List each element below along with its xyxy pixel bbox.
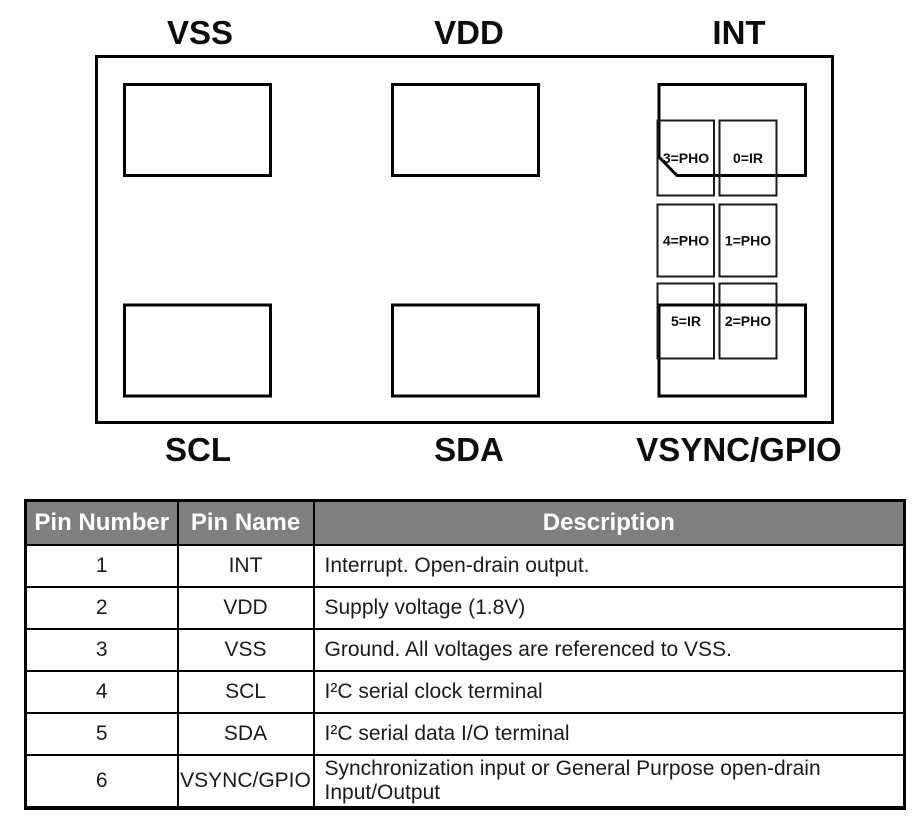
pin-description: Interrupt. Open-drain output.: [312, 543, 906, 588]
pin-diagram-svg: VSS VDD INT 3=PHO 0=IR 4=PHO 1=PHO 5=IR …: [95, 14, 842, 468]
pin-number: 1: [24, 543, 179, 588]
pin-name: SDA: [176, 711, 315, 756]
table-row: 5 SDA I²C serial data I/O terminal: [24, 711, 906, 756]
pad-sda: [391, 303, 540, 398]
sensor-cell-5ir: [656, 282, 715, 360]
sensor-cell-4pho: [656, 203, 715, 278]
pad-vss: [123, 83, 272, 177]
sensor-cell-3pho: [656, 119, 715, 197]
pin-label-scl: SCL: [165, 431, 231, 468]
header-pin-name: Pin Name: [176, 499, 315, 546]
pin-description: Synchronization input or General Purpose…: [312, 753, 906, 809]
chip-outline: [95, 55, 834, 424]
pin-number: 5: [24, 711, 179, 756]
pin-configuration-diagram: VSS VDD INT 3=PHO 0=IR 4=PHO 1=PHO 5=IR …: [95, 14, 842, 468]
pad-scl: [123, 303, 272, 398]
pin-label-sda: SDA: [434, 431, 504, 468]
pin-label-vsync-gpio: VSYNC/GPIO: [636, 431, 841, 468]
cell-label-5ir: 5=IR: [671, 313, 701, 329]
pin-label-vss: VSS: [167, 14, 233, 51]
cell-label-2pho: 2=PHO: [725, 313, 771, 329]
cell-label-3pho: 3=PHO: [663, 150, 709, 166]
pin-description: I²C serial clock terminal: [312, 669, 906, 714]
pin-description: I²C serial data I/O terminal: [312, 711, 906, 756]
pin-label-vdd: VDD: [434, 14, 504, 51]
pin-description: Supply voltage (1.8V): [312, 585, 906, 630]
pin-name: VSYNC/GPIO: [176, 753, 315, 809]
pin-number: 4: [24, 669, 179, 714]
pin-description-table: Pin Number Pin Name Description 1 INT In…: [24, 499, 906, 810]
table-row: 4 SCL I²C serial clock terminal: [24, 669, 906, 714]
header-pin-number: Pin Number: [24, 499, 179, 546]
pin-name: VDD: [176, 585, 315, 630]
pin-number: 2: [24, 585, 179, 630]
pad-vdd: [391, 83, 540, 177]
cell-label-1pho: 1=PHO: [725, 233, 771, 249]
table-row: 1 INT Interrupt. Open-drain output.: [24, 543, 906, 588]
pad-vsync-gpio: [657, 303, 807, 398]
sensor-cell-2pho: [718, 282, 778, 360]
pin-name: INT: [176, 543, 315, 588]
pin-number: 6: [24, 753, 179, 809]
pin-label-int: INT: [712, 14, 765, 51]
table-row: 2 VDD Supply voltage (1.8V): [24, 585, 906, 630]
sensor-cell-0ir: [718, 119, 778, 197]
table-header-row: Pin Number Pin Name Description: [24, 499, 906, 546]
table-row: 6 VSYNC/GPIO Synchronization input or Ge…: [24, 753, 906, 809]
header-description: Description: [312, 499, 906, 546]
cell-label-0ir: 0=IR: [733, 150, 763, 166]
pin-name: SCL: [176, 669, 315, 714]
pin-name: VSS: [176, 627, 315, 672]
pin-number: 3: [24, 627, 179, 672]
cell-label-4pho: 4=PHO: [663, 233, 709, 249]
pad-int-chamfered: [657, 83, 807, 177]
sensor-cell-1pho: [718, 203, 778, 278]
table-row: 3 VSS Ground. All voltages are reference…: [24, 627, 906, 672]
pin-description: Ground. All voltages are referenced to V…: [312, 627, 906, 672]
